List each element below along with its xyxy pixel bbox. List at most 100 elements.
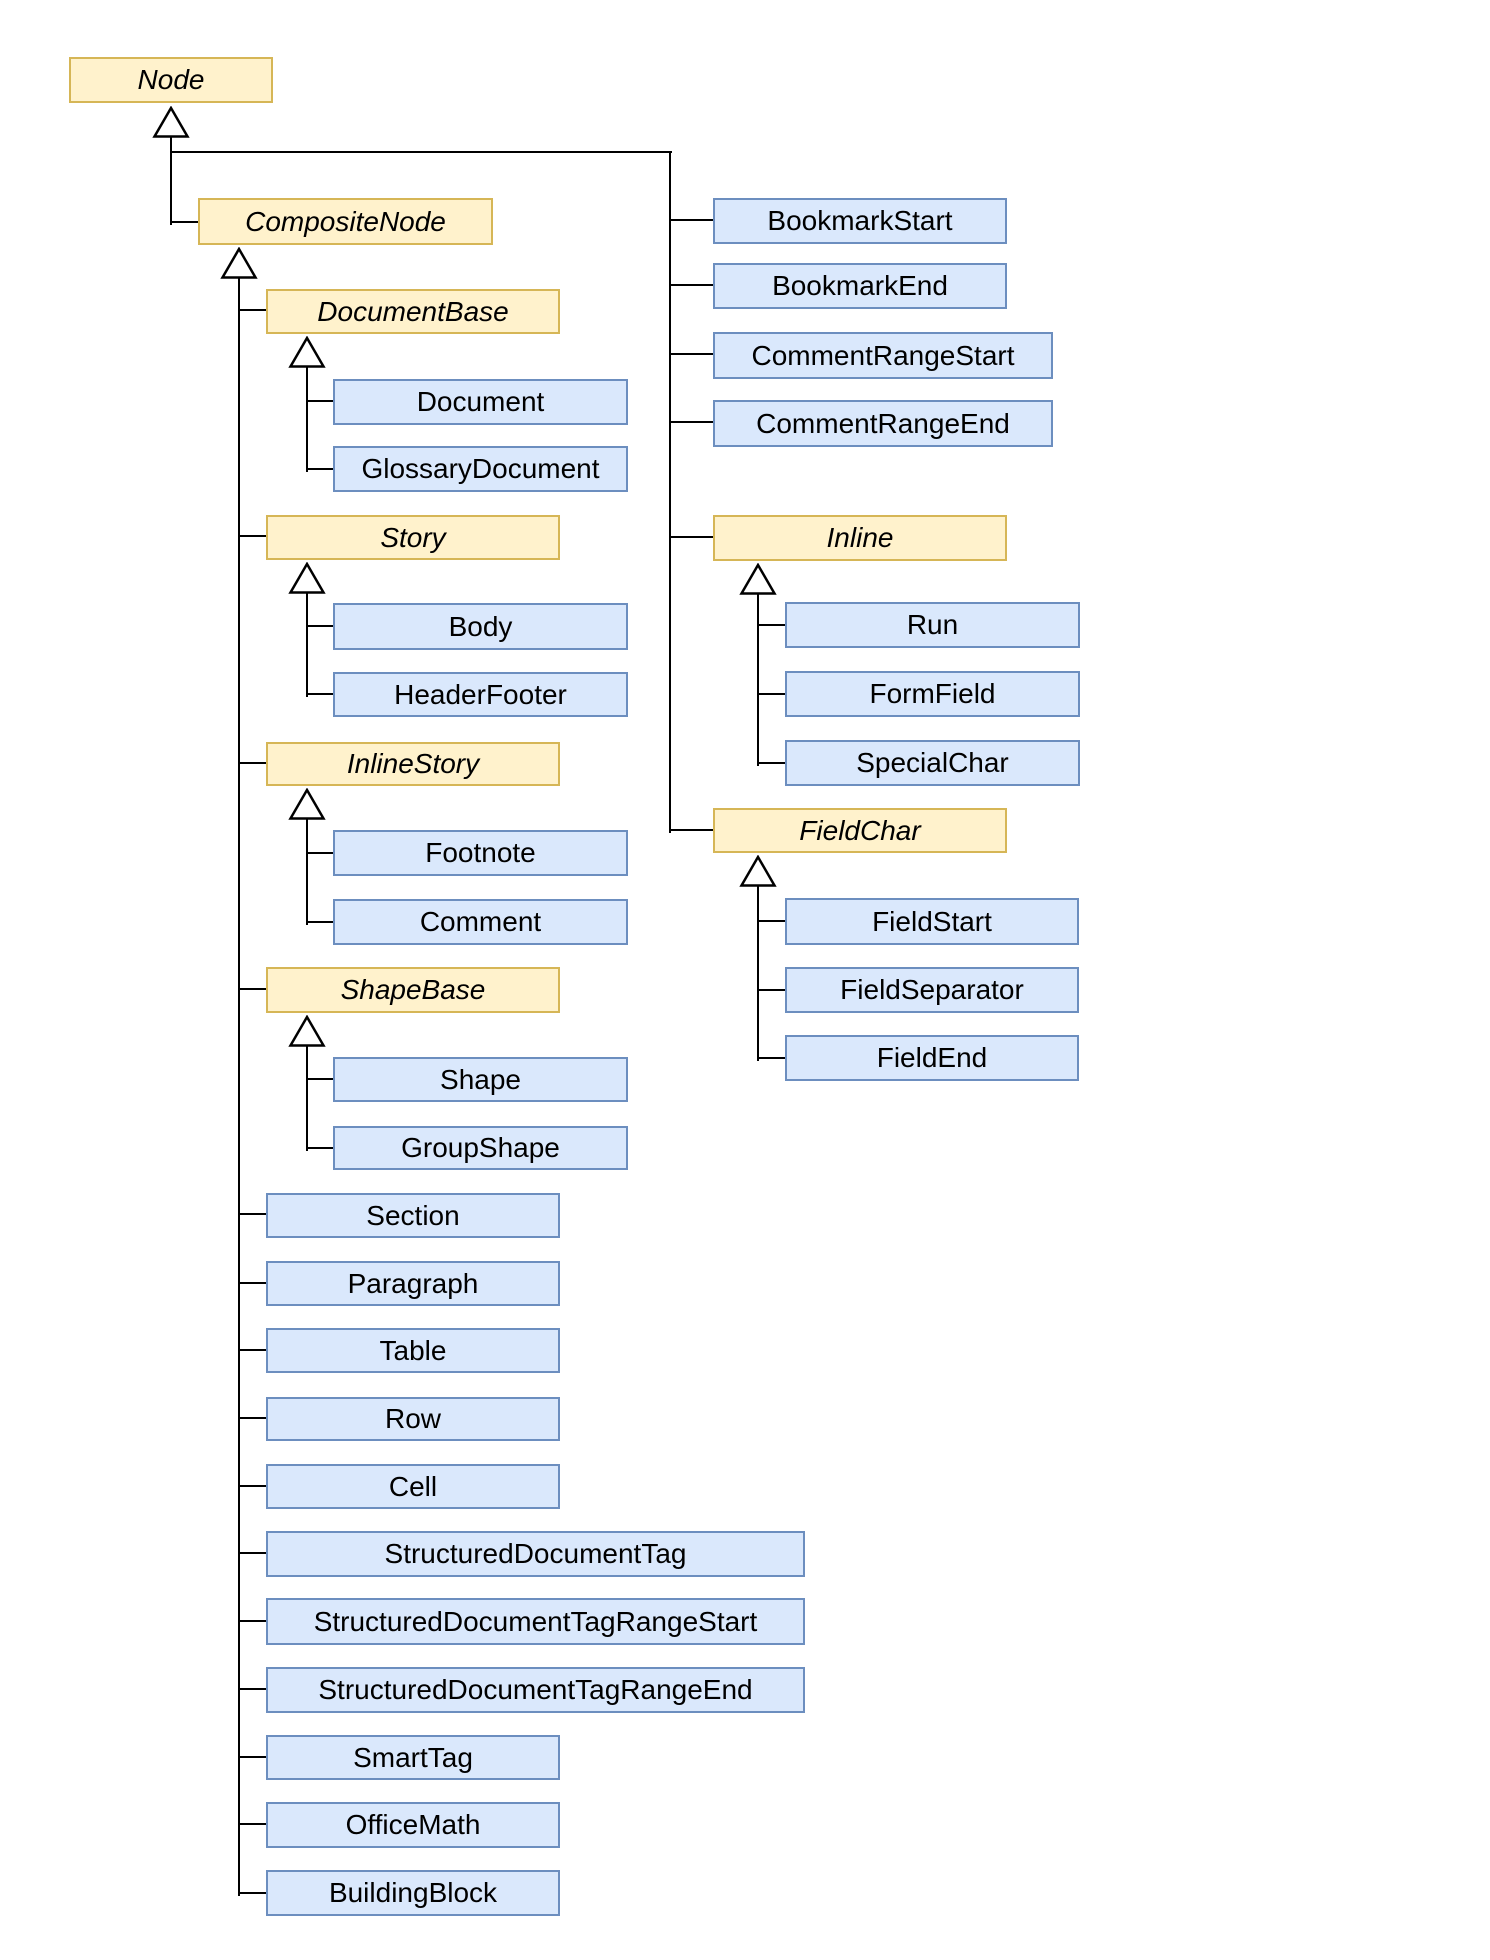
class-label-building-block: BuildingBlock bbox=[328, 1877, 498, 1908]
class-label-group-shape: GroupShape bbox=[401, 1132, 560, 1163]
class-box-structured-document-tag-range-end: StructuredDocumentTagRangeEnd bbox=[266, 1667, 805, 1713]
class-box-inline: Inline bbox=[713, 515, 1007, 561]
class-label-inline: Inline bbox=[826, 522, 894, 553]
class-box-footnote: Footnote bbox=[333, 830, 628, 876]
inheritance-connector-line bbox=[670, 829, 715, 831]
class-label-table: Table bbox=[379, 1334, 447, 1366]
inheritance-connector-line bbox=[307, 852, 335, 854]
class-label-comment-range-start: CommentRangeStart bbox=[751, 339, 1015, 371]
inheritance-connector-line bbox=[239, 1892, 268, 1894]
class-box-smart-tag: SmartTag bbox=[266, 1735, 560, 1780]
class-label-run: Run bbox=[906, 609, 959, 640]
inheritance-connector-line bbox=[239, 535, 268, 537]
inheritance-connector-line bbox=[238, 277, 240, 1896]
class-box-shape-base: ShapeBase bbox=[266, 967, 560, 1013]
class-label-story: Story bbox=[380, 521, 446, 553]
generalization-arrow-icon-shape-base bbox=[288, 1014, 326, 1053]
class-box-form-field: FormField bbox=[785, 671, 1080, 717]
generalization-arrow-icon-inline bbox=[739, 562, 777, 601]
class-box-structured-document-tag-range-start: StructuredDocumentTagRangeStart bbox=[266, 1598, 805, 1645]
inheritance-connector-line bbox=[307, 1078, 335, 1080]
class-label-header-footer: HeaderFooter bbox=[394, 678, 567, 710]
class-label-smart-tag: SmartTag bbox=[353, 1741, 473, 1773]
inheritance-connector-line bbox=[239, 1688, 268, 1690]
inheritance-connector-line bbox=[757, 593, 759, 766]
class-label-inline-story: InlineStory bbox=[346, 748, 480, 779]
class-box-field-char: FieldChar bbox=[713, 808, 1007, 853]
class-label-field-char: FieldChar bbox=[799, 814, 921, 846]
inheritance-connector-line bbox=[307, 693, 335, 695]
inheritance-connector-line bbox=[307, 921, 335, 923]
inheritance-connector-line bbox=[239, 1552, 268, 1554]
class-label-body: Body bbox=[448, 610, 513, 642]
inheritance-connector-line bbox=[239, 1282, 268, 1284]
inheritance-connector-line bbox=[239, 1620, 268, 1622]
class-label-bookmark-end: BookmarkEnd bbox=[772, 270, 948, 301]
inheritance-connector-line bbox=[239, 1417, 268, 1419]
class-box-building-block: BuildingBlock bbox=[266, 1870, 560, 1916]
inheritance-connector-line bbox=[758, 762, 787, 764]
class-box-document-base: DocumentBase bbox=[266, 289, 560, 334]
class-box-composite-node: CompositeNode bbox=[198, 198, 493, 245]
inheritance-connector-line bbox=[670, 284, 715, 286]
generalization-arrow-icon-story bbox=[288, 561, 326, 600]
class-box-story: Story bbox=[266, 515, 560, 560]
class-box-group-shape: GroupShape bbox=[333, 1126, 628, 1170]
class-box-inline-story: InlineStory bbox=[266, 742, 560, 786]
inheritance-connector-line bbox=[669, 152, 671, 833]
class-label-document-base: DocumentBase bbox=[317, 295, 509, 327]
class-box-office-math: OfficeMath bbox=[266, 1802, 560, 1848]
inheritance-connector-line bbox=[670, 353, 715, 355]
class-label-node: Node bbox=[137, 64, 205, 95]
class-label-comment-range-end: CommentRangeEnd bbox=[756, 407, 1010, 439]
inheritance-connector-line bbox=[306, 818, 308, 925]
inheritance-connector-line bbox=[307, 625, 335, 627]
inheritance-connector-line bbox=[670, 219, 715, 221]
inheritance-connector-line bbox=[239, 1823, 268, 1825]
class-box-node: Node bbox=[69, 57, 273, 103]
class-box-comment: Comment bbox=[333, 899, 628, 945]
inheritance-connector-line bbox=[670, 421, 715, 423]
class-label-bookmark-start: BookmarkStart bbox=[767, 205, 953, 236]
class-label-special-char: SpecialChar bbox=[856, 747, 1009, 778]
class-label-composite-node: CompositeNode bbox=[245, 205, 446, 237]
class-label-field-separator: FieldSeparator bbox=[840, 974, 1024, 1005]
class-label-section: Section bbox=[366, 1199, 460, 1231]
inheritance-connector-line bbox=[307, 1147, 335, 1149]
inheritance-connector-line bbox=[239, 1349, 268, 1351]
class-label-glossary-document: GlossaryDocument bbox=[361, 453, 600, 484]
inheritance-connector-line bbox=[306, 592, 308, 697]
class-box-structured-document-tag: StructuredDocumentTag bbox=[266, 1531, 805, 1577]
class-box-shape: Shape bbox=[333, 1057, 628, 1102]
class-box-comment-range-start: CommentRangeStart bbox=[713, 332, 1053, 379]
inheritance-connector-line bbox=[239, 762, 268, 764]
class-box-comment-range-end: CommentRangeEnd bbox=[713, 400, 1053, 447]
class-box-field-end: FieldEnd bbox=[785, 1035, 1079, 1081]
class-label-field-end: FieldEnd bbox=[876, 1042, 988, 1073]
inheritance-connector-line bbox=[239, 1756, 268, 1758]
class-label-shape-base: ShapeBase bbox=[340, 974, 486, 1005]
class-box-glossary-document: GlossaryDocument bbox=[333, 446, 628, 492]
class-label-office-math: OfficeMath bbox=[345, 1809, 481, 1840]
inheritance-connector-line bbox=[170, 137, 172, 225]
class-box-cell: Cell bbox=[266, 1464, 560, 1509]
class-label-structured-document-tag: StructuredDocumentTag bbox=[384, 1538, 687, 1569]
class-box-field-start: FieldStart bbox=[785, 898, 1079, 945]
class-label-paragraph: Paragraph bbox=[347, 1267, 479, 1299]
generalization-arrow-icon-field-char bbox=[739, 854, 777, 893]
inheritance-connector-line bbox=[758, 624, 787, 626]
class-box-special-char: SpecialChar bbox=[785, 740, 1080, 786]
inheritance-connector-line bbox=[239, 1213, 268, 1215]
inheritance-connector-line bbox=[306, 366, 308, 472]
inheritance-connector-line bbox=[758, 989, 787, 991]
generalization-arrow-icon-inline-story bbox=[288, 787, 326, 826]
class-label-comment: Comment bbox=[419, 906, 542, 937]
class-box-section: Section bbox=[266, 1193, 560, 1238]
inheritance-connector-line bbox=[306, 1045, 308, 1151]
inheritance-connector-line bbox=[757, 885, 759, 1061]
inheritance-connector-line bbox=[758, 1057, 787, 1059]
class-label-field-start: FieldStart bbox=[872, 905, 992, 937]
class-box-header-footer: HeaderFooter bbox=[333, 672, 628, 717]
class-box-run: Run bbox=[785, 602, 1080, 648]
